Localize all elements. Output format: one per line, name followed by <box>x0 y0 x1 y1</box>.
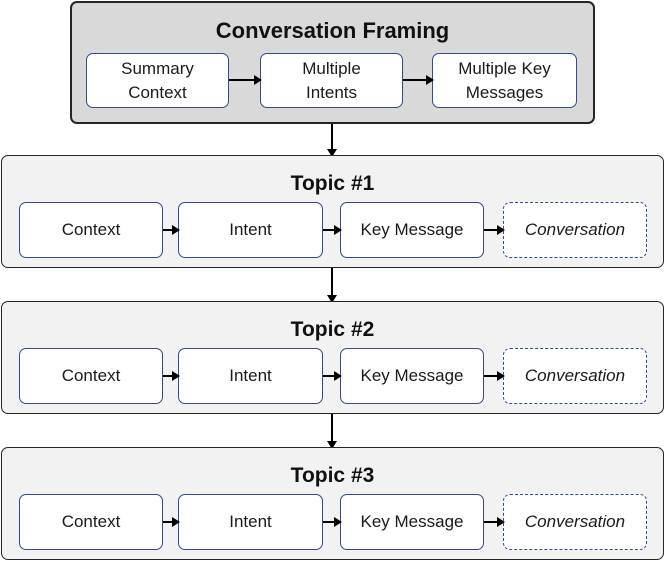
topic-2-conversation-node: Conversation <box>503 348 647 404</box>
topic-2-intent-node: Intent <box>178 348 323 404</box>
topic-3-key-message-node: Key Message <box>340 494 484 550</box>
summary-context-node: Summary Context <box>86 53 229 108</box>
framing-title: Conversation Framing <box>215 18 450 43</box>
topic-1-arrow-2 <box>323 225 342 235</box>
topic-3-arrow-2 <box>323 517 342 527</box>
topic-1-context-node: Context <box>19 202 163 258</box>
topic-3-context-node: Context <box>19 494 163 550</box>
multiple-key-messages-node: Multiple Key Messages <box>432 53 577 108</box>
topic-2-arrow-1 <box>163 371 180 381</box>
topic-1-arrow-3 <box>484 225 505 235</box>
topic-1-title: Topic #1 <box>290 172 375 195</box>
topic-1-arrow-1 <box>163 225 180 235</box>
topic-1-intent-node: Intent <box>178 202 323 258</box>
topic-3-conversation-node: Conversation <box>503 494 647 550</box>
framing-arrow-1 <box>229 75 262 85</box>
connector-arrow-topic2-topic3 <box>327 414 337 449</box>
topic-1-conversation-node: Conversation <box>503 202 647 258</box>
topic-2-context-node: Context <box>19 348 163 404</box>
topic-2-title: Topic #2 <box>290 318 375 341</box>
topic-2-arrow-3 <box>484 371 505 381</box>
topic-2-arrow-2 <box>323 371 342 381</box>
connector-arrow-framing-topic1 <box>327 124 337 157</box>
framing-arrow-2 <box>403 75 434 85</box>
topic-3-intent-node: Intent <box>178 494 323 550</box>
topic-3-title: Topic #3 <box>290 464 375 487</box>
topic-3-arrow-1 <box>163 517 180 527</box>
topic-3-arrow-3 <box>484 517 505 527</box>
multiple-intents-node: Multiple Intents <box>260 53 403 108</box>
topic-2-key-message-node: Key Message <box>340 348 484 404</box>
topic-1-key-message-node: Key Message <box>340 202 484 258</box>
connector-arrow-topic1-topic2 <box>327 268 337 303</box>
